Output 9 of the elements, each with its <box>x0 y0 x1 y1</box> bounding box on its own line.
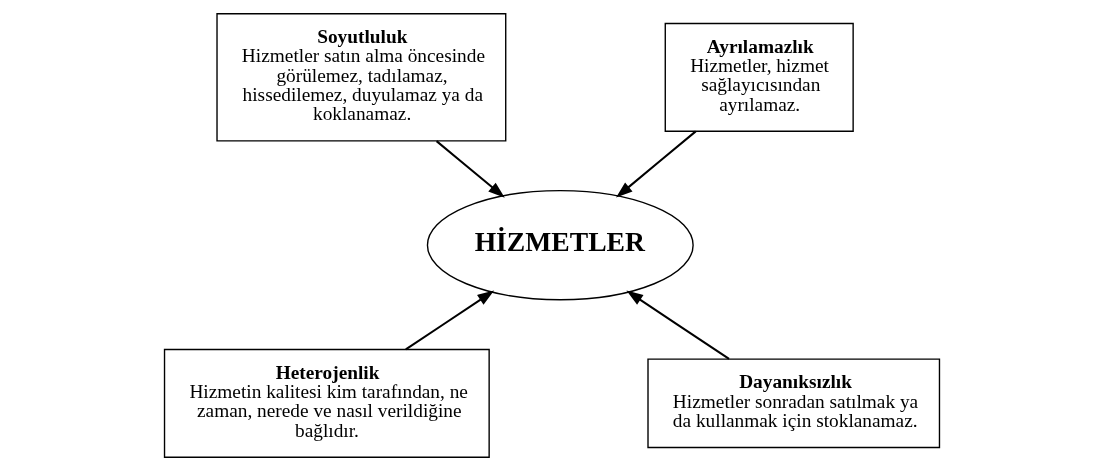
arrow <box>616 130 697 198</box>
arrow <box>405 290 495 351</box>
node-box: Heterojenlik Hizmetin kalitesi kim tarafından, ne zaman, nerede ve nasıl verildiğine bağlıdır. <box>163 348 490 458</box>
arrow <box>435 140 505 198</box>
node-ellipse: HİZMETLER <box>426 189 694 301</box>
node-box: Ayrılamazlık Hizmetler, hizmet sağlayıcısından ayrılamaz. <box>664 22 854 132</box>
arrow <box>626 290 730 360</box>
node-box: Soyutluluk Hizmetler satın alma öncesinde görülemez, tadılamaz, hissedilemez, duyulamaz ya da koklanamaz. <box>216 13 507 142</box>
node-box: Dayanıksızlık Hizmetler sonradan satılmak ya da kullanmak için stoklanamaz. <box>647 358 941 449</box>
